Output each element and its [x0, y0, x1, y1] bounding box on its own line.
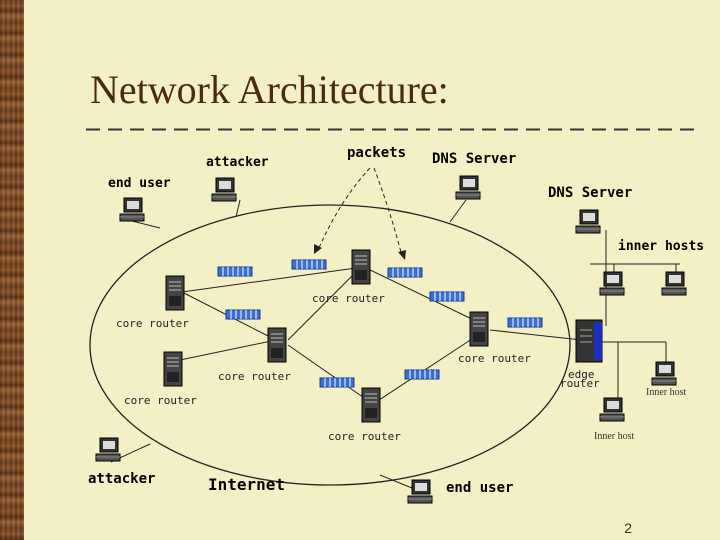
packet [217, 266, 253, 277]
core-router-label: core router [124, 394, 197, 407]
packet [225, 309, 261, 320]
inner-host-pc-icon [651, 361, 677, 386]
core-router-label: core router [116, 317, 189, 330]
attacker-label: attacker [206, 155, 269, 170]
inner-host-label: Inner host [594, 431, 634, 442]
packet [291, 259, 327, 270]
router-links [110, 199, 680, 489]
core-router-label: core router [458, 352, 531, 365]
dns-server-label: DNS Server [432, 151, 516, 167]
internet-label: Internet [208, 475, 285, 494]
inner-host-pc-icon [599, 397, 625, 422]
slide-title: Network Architecture: [90, 67, 449, 112]
edge-router-label: router [560, 377, 600, 390]
core-router-label: core router [218, 370, 291, 383]
inner-host-pc-icon [661, 271, 687, 296]
dns-server-pc-icon [575, 209, 601, 234]
wood-border [0, 0, 24, 540]
dns-server-pc-icon [455, 175, 481, 200]
core-router-icon [163, 351, 183, 387]
end-user-label: end user [446, 480, 513, 496]
core-router-icon [267, 327, 287, 363]
packets-label: packets [347, 145, 406, 161]
core-router-label: core router [312, 292, 385, 305]
core-router-icon [351, 249, 371, 285]
edge-router-icon [575, 319, 603, 363]
attacker-label: attacker [88, 471, 155, 487]
title-divider [86, 128, 700, 131]
packet [429, 291, 465, 302]
internet-cloud [89, 204, 571, 486]
packet [507, 317, 543, 328]
core-router-icon [361, 387, 381, 423]
packet-arrows [317, 167, 403, 257]
dns-server-label: DNS Server [548, 185, 632, 201]
inner-host-label: Inner host [646, 387, 686, 398]
core-router-icon [165, 275, 185, 311]
packet [319, 377, 355, 388]
core-router-icon [469, 311, 489, 347]
packet [387, 267, 423, 278]
end-user-label: end user [108, 176, 171, 191]
slide-number: 2 [624, 520, 632, 536]
end-user-pc-icon [407, 479, 433, 504]
end-user-pc-icon [119, 197, 145, 222]
attacker-pc-icon [95, 437, 121, 462]
inner-host-pc-icon [599, 271, 625, 296]
packet [404, 369, 440, 380]
attacker-pc-icon [211, 177, 237, 202]
inner-hosts-label: inner hosts [618, 239, 704, 254]
edge-router-label: edge [568, 368, 595, 381]
core-router-label: core router [328, 430, 401, 443]
